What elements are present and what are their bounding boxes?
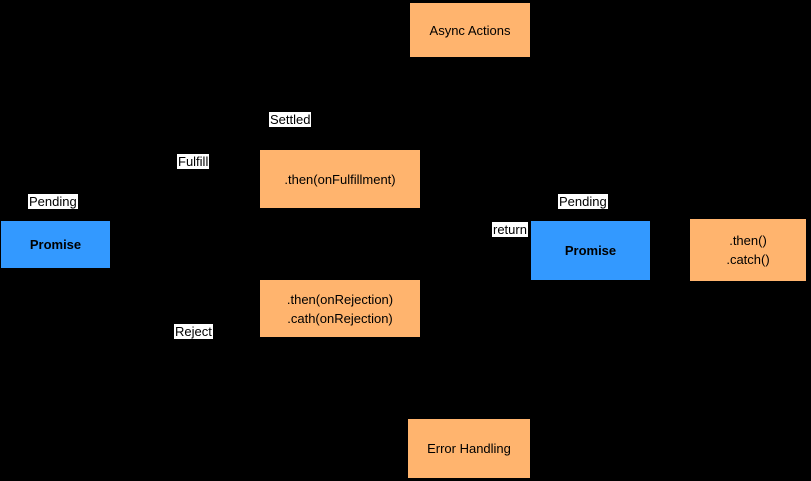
then-catch-line2: .catch() [726, 252, 770, 267]
async-actions-label: Async Actions [429, 22, 511, 38]
promise-right-node: Promise [531, 221, 650, 280]
error-handling-label: Error Handling [427, 441, 511, 456]
promise-left-node: Promise [1, 221, 110, 268]
then-onfulfillment-node: .then(onFulfillment) [260, 150, 420, 208]
then-catch-line1: .then() [729, 233, 767, 248]
edge-label-reject: Reject [174, 324, 213, 339]
edge-label-settled: Settled [269, 112, 312, 127]
edge-label-pending-right: Pending [558, 194, 608, 209]
promise-right-label: Promise [564, 243, 617, 258]
edge-label-pending-left: Pending [28, 194, 78, 209]
then-onrejection-line2: .cath(onRejection) [287, 310, 393, 326]
edge-label-fulfill: Fulfill [177, 154, 210, 169]
promise-left-label: Promise [29, 237, 82, 252]
error-handling-node: Error Handling [408, 419, 530, 478]
then-onfulfillment-label: .then(onFulfillment) [284, 171, 396, 187]
then-onrejection-line1: .then(onRejection) [286, 291, 394, 307]
then-onrejection-node: .then(onRejection) .cath(onRejection) [260, 280, 420, 337]
async-actions-node: Async Actions [410, 3, 530, 57]
then-catch-node: .then() .catch() [690, 219, 806, 281]
edge-label-return: return [492, 222, 528, 237]
